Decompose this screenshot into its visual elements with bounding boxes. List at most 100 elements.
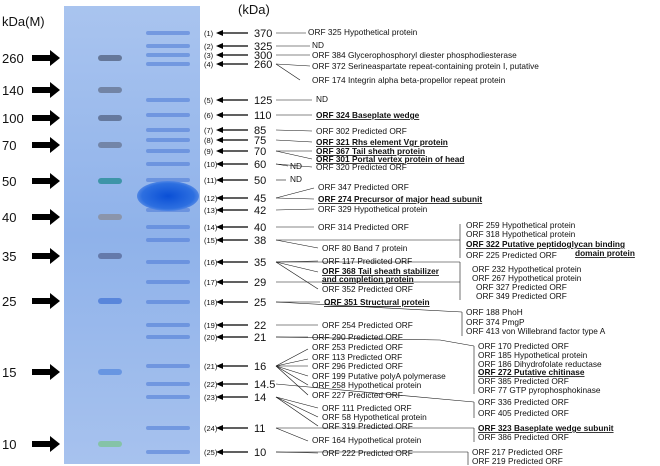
orf-annotation: ORF 368 Tail sheath stabilizer	[322, 266, 440, 276]
marker-lane-band	[98, 441, 122, 447]
band-kda-value: 10	[254, 447, 266, 459]
band-kda-value: 29	[254, 277, 266, 289]
band-number: (6)	[204, 111, 214, 120]
connector-line	[275, 336, 441, 341]
band-kda-value: 42	[254, 205, 266, 217]
sample-lane-band	[146, 149, 190, 153]
orf-annotation: ORF 413 von Willebrand factor type A	[466, 326, 606, 336]
sample-lane-band	[146, 98, 190, 102]
marker-label: 40	[2, 210, 16, 225]
band-arrowhead	[216, 195, 223, 201]
connector-line	[275, 163, 313, 168]
orf-annotation: domain protein	[575, 248, 635, 258]
orf-annotation: ORF 351 Structural protein	[324, 297, 430, 307]
band-kda-value: 125	[254, 95, 272, 107]
marker-arrow	[32, 173, 60, 189]
sample-lane-band	[146, 280, 190, 284]
orf-annotation: ORF 323 Baseplate wedge subunit	[478, 423, 614, 433]
band-arrowhead	[216, 30, 223, 36]
band-arrowhead	[216, 148, 223, 154]
marker-lane-band	[98, 178, 122, 184]
orf-annotation: ORF 225 Predicted ORF	[466, 250, 557, 260]
sample-lane-band	[146, 113, 190, 117]
orf-annotation: ORF 347 Predicted ORF	[318, 182, 409, 192]
connector-line	[275, 396, 319, 418]
sample-lane-band	[146, 44, 190, 48]
band-number: (24)	[204, 424, 218, 433]
orf-annotation: ORF 253 Predicted ORF	[312, 342, 403, 352]
band-kda-value: 50	[254, 175, 266, 187]
orf-annotation: ORF 258 Hypothetical protein	[312, 380, 422, 390]
sample-lane-band	[146, 260, 190, 264]
band-kda-value: 35	[254, 257, 266, 269]
sample-lane-band	[146, 382, 190, 386]
marker-arrow	[32, 209, 60, 225]
band-arrowhead	[216, 334, 223, 340]
orf-annotation: ORF 327 Predicted ORF	[476, 282, 567, 292]
band-kda-value: 70	[254, 146, 266, 158]
marker-lane-band	[98, 87, 122, 93]
band-number: (19)	[204, 321, 218, 330]
band-kda-value: 14.5	[254, 379, 275, 391]
band-number: (11)	[204, 176, 217, 185]
band-kda-value: 60	[254, 159, 266, 171]
sample-lane-band	[146, 238, 190, 242]
marker-lane-band	[98, 55, 122, 61]
band-number: (16)	[204, 258, 218, 267]
sample-lane-band	[146, 31, 190, 35]
band-arrowhead	[216, 52, 223, 58]
band-kda-value: 300	[254, 50, 272, 62]
orf-annotation: ORF 336 Predicted ORF	[478, 397, 569, 407]
connector-line	[275, 365, 309, 386]
connector-line	[439, 339, 475, 347]
sample-lane-band	[146, 162, 190, 166]
orf-annotation: ORF 324 Baseplate wedge	[316, 110, 420, 120]
orf-annotation: ORF 325 Hypothetical protein	[308, 27, 418, 37]
sample-lane-band	[146, 128, 190, 132]
band-kda-value: 22	[254, 320, 266, 332]
connector-line	[275, 63, 311, 67]
orf-annotation: ORF 170 Predicted ORF	[478, 341, 569, 351]
connector-line	[275, 187, 315, 199]
marker-arrow	[32, 436, 60, 452]
connector-line	[275, 396, 319, 409]
band-kda-value: 11	[254, 423, 265, 435]
sample-lane-band	[146, 53, 190, 57]
marker-arrow	[32, 137, 60, 153]
band-kda-value: 21	[254, 332, 266, 344]
orf-annotation: ORF 174 Integrin alpha beta-propellor re…	[312, 75, 506, 85]
band-arrowhead	[216, 61, 223, 67]
band-arrowhead	[216, 127, 223, 133]
sample-lane-band	[146, 335, 190, 339]
band-arrowhead	[216, 425, 223, 431]
marker-label: 10	[2, 437, 16, 452]
marker-lane-band	[98, 142, 122, 148]
orf-annotation: ORF 274 Precursor of major head subunit	[318, 194, 482, 204]
orf-annotation: ORF 186 Dihydrofolate reductase	[478, 359, 602, 369]
major-head-subunit-band	[137, 181, 199, 211]
marker-arrow	[32, 293, 60, 309]
marker-label: 15	[2, 365, 16, 380]
marker-arrow	[32, 364, 60, 380]
band-arrowhead	[216, 322, 223, 328]
connector-line	[275, 139, 313, 143]
marker-lane-band	[98, 253, 122, 259]
orf-annotation: ORF 222 Predicted ORF	[322, 448, 413, 458]
band-kda-value: 325	[254, 41, 272, 53]
orf-annotation: ORF 217 Predicted ORF	[472, 447, 563, 457]
orf-annotation: ORF 80 Band 7 protein	[322, 243, 408, 253]
connector-line	[275, 150, 313, 160]
band-kda-value: 45	[254, 193, 266, 205]
sample-lane-band	[146, 138, 190, 142]
band-arrowhead	[216, 279, 223, 285]
connector-line	[275, 63, 301, 81]
connector-line	[275, 427, 309, 442]
orf-annotation: ORF 386 Predicted ORF	[478, 432, 569, 442]
orf-annotation: ORF 232 Hypothetical protein	[472, 264, 582, 274]
band-number: (15)	[204, 236, 218, 245]
band-number: (13)	[204, 206, 218, 215]
marker-label: 260	[2, 51, 24, 66]
band-arrowhead	[216, 97, 223, 103]
sample-lane-band	[146, 300, 190, 304]
